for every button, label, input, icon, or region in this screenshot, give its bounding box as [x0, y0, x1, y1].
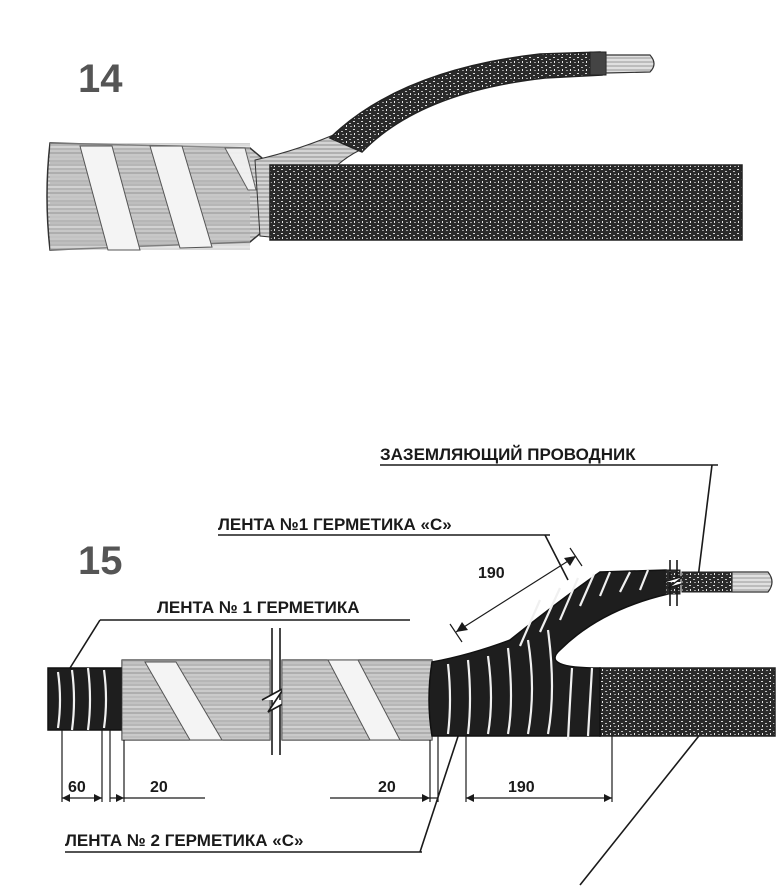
dim-label-60: 60 [68, 779, 86, 796]
fig14-outer-sheath [269, 164, 743, 241]
label-tape1-sealant: ЛЕНТА № 1 ГЕРМЕТИКА [157, 598, 360, 617]
figure-number-14: 14 [78, 57, 123, 101]
fig15-mid-core [281, 659, 433, 741]
fig14-bare-copper [605, 54, 655, 74]
dim-extension-lines [61, 730, 613, 802]
dim-label-20-mid: 20 [378, 779, 396, 796]
fig15-ground-tail [663, 560, 773, 606]
dim-20-left: 20 [110, 779, 205, 802]
leader-tape1-sealant-c [544, 534, 569, 581]
figure-14: 14 [46, 51, 743, 251]
figure-15: 15 ЗАЗЕМЛЯЮЩИЙ ПРОВОДНИК ЛЕНТА №1 ГЕРМЕТ… [47, 445, 776, 886]
label-ground-conductor: ЗАЗЕМЛЯЮЩИЙ ПРОВОДНИК [380, 445, 636, 464]
dim-label-190-right: 190 [508, 779, 535, 796]
fig15-sealant-wrap [428, 569, 669, 741]
fig14-cable-core [46, 142, 263, 251]
break-mark [261, 628, 291, 755]
dim-60: 60 [62, 779, 102, 802]
fig15-left-core [47, 659, 271, 741]
label-tape1-sealant-c: ЛЕНТА №1 ГЕРМЕТИКА «С» [218, 515, 452, 534]
leader-ground-conductor [697, 464, 713, 579]
dim-20-mid: 20 [330, 779, 438, 802]
label-tape2-sealant-c: ЛЕНТА № 2 ГЕРМЕТИКА «С» [65, 831, 303, 850]
leader-outer-sheath [579, 731, 703, 886]
dim-190-right: 190 [466, 779, 612, 802]
dim-label-20-left: 20 [150, 779, 168, 796]
dim-label-branch-190: 190 [478, 565, 505, 582]
fig15-outer-sheath [599, 667, 776, 737]
dim-branch-190: 190 [449, 547, 583, 643]
leader-tape1-sealant [69, 619, 101, 669]
fig14-ground-branch [328, 51, 603, 153]
fig14-ground-sleeve [589, 51, 607, 76]
figure-number-15: 15 [78, 539, 123, 583]
